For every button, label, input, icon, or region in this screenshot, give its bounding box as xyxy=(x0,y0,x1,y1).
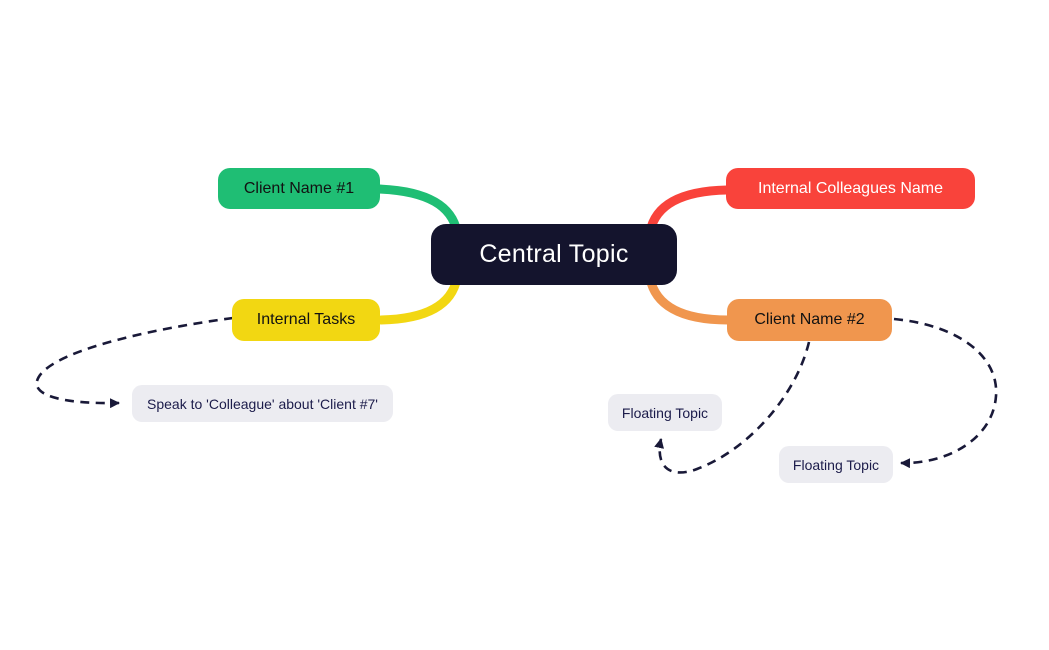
node-client-name-2[interactable]: Client Name #2 xyxy=(727,299,892,341)
branch-client2 xyxy=(645,273,733,325)
node-central-topic[interactable]: Central Topic xyxy=(431,224,677,285)
node-floating-topic-left[interactable]: Floating Topic xyxy=(608,394,722,431)
relationship-line-client2-to-floating-left[interactable] xyxy=(654,341,811,474)
node-internal-colleagues-name[interactable]: Internal Colleagues Name xyxy=(726,168,975,209)
internal-tasks-label: Internal Tasks xyxy=(256,311,356,328)
branch-tasks xyxy=(376,273,462,325)
client-name-1-label: Client Name #1 xyxy=(243,179,355,197)
relationship-line-tasks-to-speak[interactable] xyxy=(35,316,234,409)
node-internal-tasks[interactable]: Internal Tasks xyxy=(232,299,380,341)
node-floating-topic-right[interactable]: Floating Topic xyxy=(779,446,893,483)
node-speak-to-colleague[interactable]: Speak to 'Colleague' about 'Client #7' xyxy=(132,385,393,422)
client-name-2-label: Client Name #2 xyxy=(754,311,865,328)
speak-to-colleague-label: Speak to 'Colleague' about 'Client #7' xyxy=(147,395,378,412)
central-topic-label: Central Topic xyxy=(479,240,629,268)
internal-colleagues-name-label: Internal Colleagues Name xyxy=(758,179,943,197)
floating-topic-left-label: Floating Topic xyxy=(621,404,709,421)
floating-topic-right-label: Floating Topic xyxy=(792,456,880,473)
node-client-name-1[interactable]: Client Name #1 xyxy=(218,168,380,209)
relationship-line-client2-to-floating-right[interactable] xyxy=(893,317,998,469)
